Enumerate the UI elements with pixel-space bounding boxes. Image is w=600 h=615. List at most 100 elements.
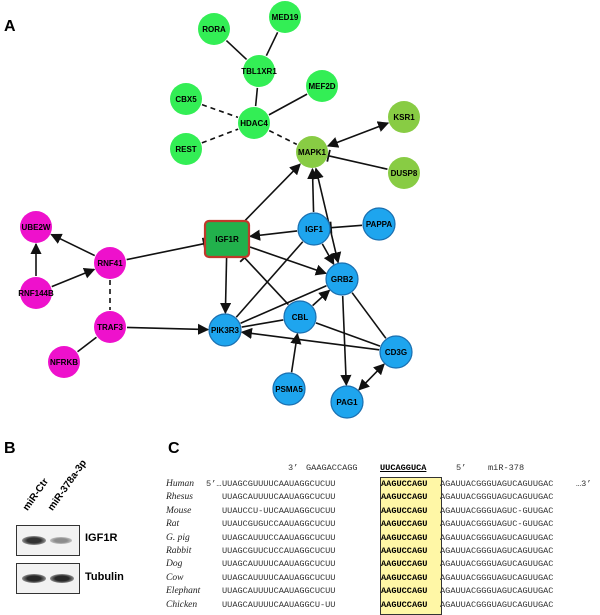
node-shape-traf3: [94, 311, 126, 343]
species-label: Elephant: [166, 586, 201, 597]
node-shape-rora: [198, 13, 230, 45]
node-shape-cbx5: [170, 83, 202, 115]
edge-igf1-igf1r: [248, 229, 298, 241]
edge-med19-tbl1xr1: [265, 31, 279, 57]
node-label-nfrkb: NFRKB: [50, 358, 78, 367]
species-label: Dog: [166, 559, 183, 570]
sequence-seed: AAGUCCAGU: [381, 572, 428, 583]
node-igf1: IGF1: [297, 212, 331, 246]
inhibit-bar-igf1: [329, 221, 333, 234]
node-rnf41: RNF41: [94, 247, 126, 279]
node-label-cbx5: CBX5: [175, 95, 197, 104]
node-pag1: PAG1: [330, 385, 364, 419]
node-label-hdac4: HDAC4: [240, 119, 268, 128]
sequence-upstream: UUAGCAUUUCCAAUAGGCUCUU: [222, 532, 336, 543]
edge-psma5-cbl: [290, 332, 302, 373]
edge-mef2d-hdac4: [268, 93, 308, 116]
node-shape-rnf41: [94, 247, 126, 279]
node-shape-ube2w: [20, 211, 52, 243]
sequence-seed: AAGUCCAGU: [381, 479, 428, 489]
edge-igf1-grb2: [321, 243, 335, 266]
sequence-downstream: AGAUUACGGGUAGUCAGUUGAC: [440, 492, 554, 503]
blot-tubulin: [16, 563, 80, 594]
node-label-mef2d: MEF2D: [308, 82, 335, 91]
edge-cbl-pik3r3: [241, 319, 284, 328]
node-shape-hdac4: [238, 107, 270, 139]
sequence-upstream: UUAGCAUUUUCAAUAGGCUCUU: [222, 492, 336, 503]
node-shape-ksr1: [388, 101, 420, 133]
mirna-3prime: 3’: [288, 463, 299, 473]
node-shape-dusp8: [388, 157, 420, 189]
right-prime: …3’: [576, 479, 592, 489]
species-label: Cow: [166, 572, 184, 583]
node-med19: MED19: [269, 1, 301, 33]
species-label: G. pig: [166, 532, 190, 543]
edge-dusp8-mapk1: [328, 155, 388, 170]
species-label: Rhesus: [166, 492, 193, 503]
node-shape-cd3g: [379, 335, 413, 369]
sequence-downstream: AGAUUACGGGUAGUCAGUUGAC: [440, 586, 554, 597]
node-rnf144b: RNF144B: [18, 277, 54, 309]
edge-cbl-grb2: [312, 289, 331, 307]
node-label-tbl1xr1: TBL1XR1: [241, 67, 277, 76]
edge-igf1r-mapk1: [244, 163, 301, 221]
edge-cd3g-grb2: [351, 292, 387, 339]
sequence-downstream: AGAUUACGGGUAGUCAGUUGAC: [440, 599, 554, 610]
edge-grb2-mapk1: [312, 167, 342, 264]
sequence-seed: AAGUCCAGU: [381, 532, 428, 543]
edge-rnf41-igf1r: [126, 242, 205, 261]
node-igf1r: IGF1R: [203, 219, 251, 259]
node-shape-tbl1xr1: [243, 55, 275, 87]
node-label-pag1: PAG1: [336, 398, 358, 407]
node-label-grb2: GRB2: [331, 275, 354, 284]
node-traf3: TRAF3: [94, 311, 126, 343]
sequence-upstream: UUAGCGUUUUCAAUAGGCUCUU: [222, 479, 336, 489]
sequence-upstream: UUAGCAUUUUCAAUAGGCUCUU: [222, 559, 336, 570]
species-label: Rat: [166, 519, 180, 530]
node-hdac4: HDAC4: [238, 107, 270, 139]
inhibit-bar-mapk1: [326, 149, 331, 162]
node-shape-pag1: [330, 385, 364, 419]
node-shape-cbl: [283, 300, 317, 334]
node-label-rest: REST: [175, 145, 196, 154]
sequence-downstream: AGAUUACGGGUAGUCAGUUGAC: [440, 572, 554, 583]
edge-igf1r-grb2: [249, 246, 328, 276]
node-shape-rnf144b: [20, 277, 52, 309]
node-label-rnf144b: RNF144B: [18, 289, 54, 298]
sequence-upstream: UUAUCGUGUCCAAUAGGCUCUU: [222, 519, 336, 530]
edge-igf1-mapk1: [307, 167, 319, 213]
node-shape-grb2: [325, 262, 359, 296]
blot-name-igf1r: IGF1R: [85, 532, 118, 544]
edge-cbl-igf1r: [243, 257, 289, 306]
edge-rora-tbl1xr1: [225, 40, 248, 60]
panel-c-label: C: [168, 440, 180, 457]
node-label-med19: MED19: [272, 13, 299, 22]
sequence-seed: AAGUCCAGU: [381, 505, 428, 516]
node-shape-pappa: [362, 207, 396, 241]
sequence-seed: AAGUCCAGU: [381, 546, 428, 556]
band-tubulin-mir378: [50, 574, 74, 583]
node-tbl1xr1: TBL1XR1: [241, 55, 277, 87]
node-label-ube2w: UBE2W: [22, 223, 51, 232]
node-pik3r3: PIK3R3: [208, 313, 242, 347]
edge-igf1r-pik3r3: [219, 257, 232, 315]
edge-pappa-igf1: [330, 224, 363, 229]
edge-rest-hdac4: [201, 128, 239, 144]
edge-tbl1xr1-hdac4: [254, 87, 259, 107]
node-label-traf3: TRAF3: [97, 323, 123, 332]
node-rora: RORA: [198, 13, 230, 45]
node-mef2d: MEF2D: [306, 70, 338, 102]
left-prime: 5’…: [206, 479, 222, 489]
node-label-igf1r: IGF1R: [215, 235, 239, 244]
species-label: Rabbit: [166, 546, 192, 556]
sequence-downstream: AGAUUACGGGUAGUC-GUUGAC: [440, 519, 554, 530]
node-shape-igf1: [297, 212, 331, 246]
node-label-rnf41: RNF41: [97, 259, 123, 268]
